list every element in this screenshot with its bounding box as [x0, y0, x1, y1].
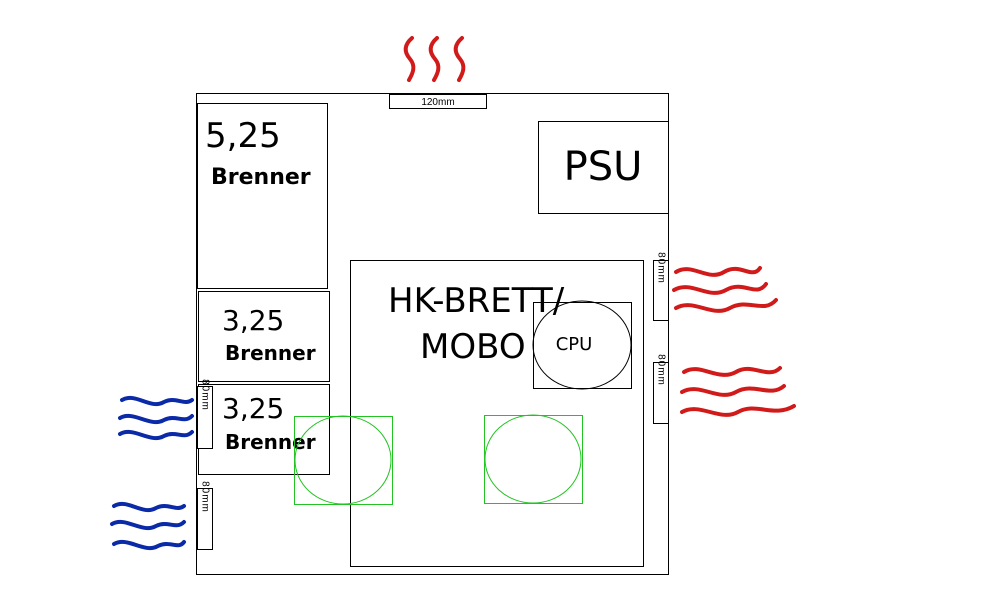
gpu-fan-right — [484, 414, 583, 504]
cpu-label: CPU — [556, 334, 593, 355]
drive-bay-525: 5,25 Brenner — [197, 103, 328, 289]
right-fan-upper-label: 80mm — [656, 252, 667, 284]
left-fan-upper: 80mm — [197, 379, 213, 449]
gpu-fan-left — [294, 415, 393, 505]
drive-bay-325-lower-size: 3,25 — [222, 392, 284, 425]
psu-box: PSU — [538, 121, 669, 214]
right-exhaust-heat-lower — [680, 366, 796, 417]
drive-bay-525-name: Brenner — [211, 165, 311, 190]
left-intake-cool-upper — [118, 396, 194, 440]
motherboard-label-line2: MOBO — [420, 327, 526, 367]
drive-bay-325-upper: 3,25 Brenner — [198, 291, 330, 382]
top-fan-label: 120mm — [421, 97, 454, 108]
right-exhaust-heat-upper — [672, 266, 778, 313]
drive-bay-325-upper-name: Brenner — [225, 341, 316, 365]
top-exhaust-heat — [403, 36, 466, 82]
case-outline — [196, 93, 669, 575]
cpu-cooler: CPU — [532, 300, 632, 390]
right-fan-upper: 80mm — [653, 252, 669, 321]
psu-label: PSU — [564, 144, 643, 190]
drive-bay-325-lower: 3,25 Brenner — [198, 384, 330, 475]
left-fan-upper-label: 80mm — [200, 379, 211, 411]
left-fan-lower-label: 80mm — [200, 481, 211, 513]
drive-bay-525-size: 5,25 — [205, 116, 281, 156]
drive-bay-325-lower-name: Brenner — [225, 430, 316, 454]
top-fan-120mm: 120mm — [389, 94, 487, 109]
right-fan-lower: 80mm — [653, 354, 669, 424]
motherboard: HK-BRETT/ MOBO — [350, 260, 644, 567]
drive-bay-325-upper-size: 3,25 — [222, 304, 284, 337]
left-intake-cool-lower — [110, 502, 186, 550]
right-fan-lower-label: 80mm — [656, 354, 667, 386]
left-fan-lower: 80mm — [197, 481, 213, 550]
motherboard-label-line1: HK-BRETT/ — [388, 281, 565, 321]
